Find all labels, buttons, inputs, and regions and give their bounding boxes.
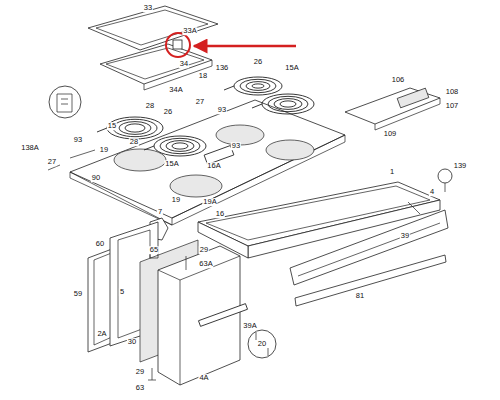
callout-number: 93: [231, 142, 241, 150]
callout-number: 19: [171, 196, 181, 204]
lid: [88, 6, 218, 90]
callout-number: 7: [157, 208, 163, 216]
callout-number: 19: [99, 146, 109, 154]
callout-number: 139: [453, 162, 468, 170]
callout-number: 5: [119, 288, 125, 296]
clip-part: [173, 40, 182, 49]
callout-number: 28: [129, 138, 139, 146]
callout-number: 2A: [96, 330, 107, 338]
callout-number: 15A: [164, 160, 179, 168]
callout-number: 136: [215, 64, 230, 72]
callout-number: 18: [198, 72, 208, 80]
callout-number: 28: [145, 102, 155, 110]
callout-number: 33A: [182, 27, 197, 35]
callout-number: 30: [127, 338, 137, 346]
callout-number: 39: [400, 232, 410, 240]
callout-number: 93: [73, 136, 83, 144]
callout-number: 4A: [198, 374, 209, 382]
callout-number: 29: [199, 246, 209, 254]
callout-number: 26: [163, 108, 173, 116]
highlight-arrow: [194, 45, 296, 48]
callout-number: 20: [257, 340, 267, 348]
detail-circle: [49, 86, 81, 118]
callout-number: 63A: [198, 260, 213, 268]
terminal-block: [345, 88, 440, 130]
callout-number: 81: [355, 292, 365, 300]
callout-number: 60: [95, 240, 105, 248]
callout-number: 63: [135, 384, 145, 392]
callout-number: 138A: [20, 144, 40, 152]
callout-number: 1: [389, 168, 395, 176]
callout-number: 16: [215, 210, 225, 218]
callout-number: 93: [217, 106, 227, 114]
callout-number: 39A: [242, 322, 257, 330]
callout-number: 15: [107, 122, 117, 130]
callout-number: 29: [135, 368, 145, 376]
detail-circle: [248, 330, 276, 358]
callout-number: 16A: [206, 162, 221, 170]
callout-number: 19A: [202, 198, 217, 206]
callout-number: 27: [195, 98, 205, 106]
surface-elements: [97, 77, 314, 156]
callout-number: 65: [149, 246, 159, 254]
callout-number: 108: [445, 88, 460, 96]
callout-number: 27: [47, 158, 57, 166]
callout-number: 59: [73, 290, 83, 298]
callout-number: 4: [429, 188, 435, 196]
callout-number: 33: [143, 4, 153, 12]
knob: [438, 169, 452, 183]
callout-number: 26: [253, 58, 263, 66]
callout-number: 34: [179, 60, 189, 68]
callout-number: 90: [91, 174, 101, 182]
callout-number: 106: [391, 76, 406, 84]
door: [88, 222, 248, 385]
callout-number: 34A: [168, 86, 183, 94]
highlight-circle: [166, 33, 190, 57]
callout-number: 107: [445, 102, 460, 110]
callout-number: 109: [383, 130, 398, 138]
callout-number: 15A: [284, 64, 299, 72]
